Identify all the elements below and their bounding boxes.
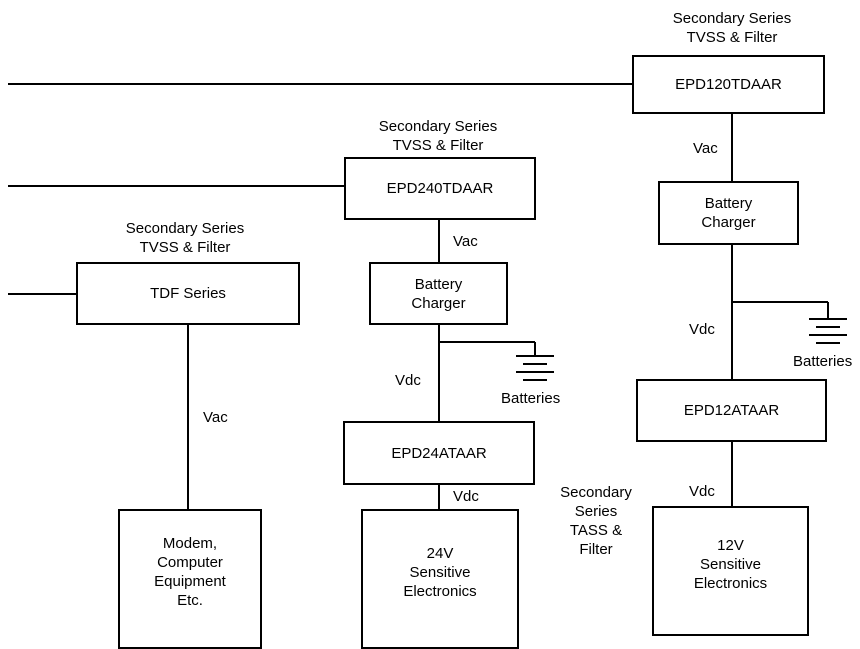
epd240-box: EPD240TDAAR bbox=[344, 157, 536, 220]
header-col3: Secondary Series TVSS & Filter bbox=[672, 10, 792, 46]
battery-charger-label-col2: Battery Charger bbox=[411, 275, 466, 312]
battery-symbol-3 bbox=[809, 318, 847, 344]
load-label-24v: 24V Sensitive Electronics bbox=[403, 544, 477, 600]
header-tass: Secondary Series TASS & Filter bbox=[560, 484, 632, 558]
battery-charger-box-col3: Battery Charger bbox=[658, 181, 799, 245]
header-col2: Secondary Series TVSS & Filter bbox=[378, 118, 498, 154]
header-col1: Secondary Series TVSS & Filter bbox=[125, 220, 245, 256]
vdc-label-col3a: Vdc bbox=[689, 321, 715, 338]
epd12-box: EPD12ATAAR bbox=[636, 379, 827, 442]
load-label-computer: Modem, Computer Equipment Etc. bbox=[154, 535, 226, 609]
load-label-12v: 12V Sensitive Electronics bbox=[693, 536, 768, 592]
battery-symbol-2 bbox=[516, 355, 554, 381]
epd24-label: EPD24ATAAR bbox=[391, 444, 487, 462]
epd12-label: EPD12ATAAR bbox=[683, 402, 780, 419]
epd240-label: EPD240TDAAR bbox=[386, 180, 494, 197]
vdc-label-col2a: Vdc bbox=[395, 372, 421, 389]
vac-label-col3: Vac bbox=[693, 140, 718, 157]
batteries-label-col2: Batteries bbox=[501, 390, 561, 407]
battery-charger-box-col2: Battery Charger bbox=[369, 262, 508, 325]
load-box-24v: 24V Sensitive Electronics bbox=[361, 509, 519, 649]
vdc-label-col2b: Vdc bbox=[453, 488, 479, 505]
batteries-label-col3: Batteries bbox=[793, 353, 853, 370]
epd24-box: EPD24ATAAR bbox=[343, 421, 535, 485]
vac-label-col1: Vac bbox=[203, 409, 228, 426]
vac-label-col2: Vac bbox=[453, 233, 478, 250]
epd120-box: EPD120TDAAR bbox=[632, 55, 825, 114]
epd120-label: EPD120TDAAR bbox=[675, 76, 782, 93]
load-box-12v: 12V Sensitive Electronics bbox=[652, 506, 809, 636]
tdf-series-label: TDF Series bbox=[150, 285, 226, 302]
battery-charger-label-col3: Battery Charger bbox=[701, 195, 756, 231]
load-box-computer: Modem, Computer Equipment Etc. bbox=[118, 509, 262, 649]
vdc-label-col3b: Vdc bbox=[689, 483, 715, 500]
tdf-series-box: TDF Series bbox=[76, 262, 300, 325]
